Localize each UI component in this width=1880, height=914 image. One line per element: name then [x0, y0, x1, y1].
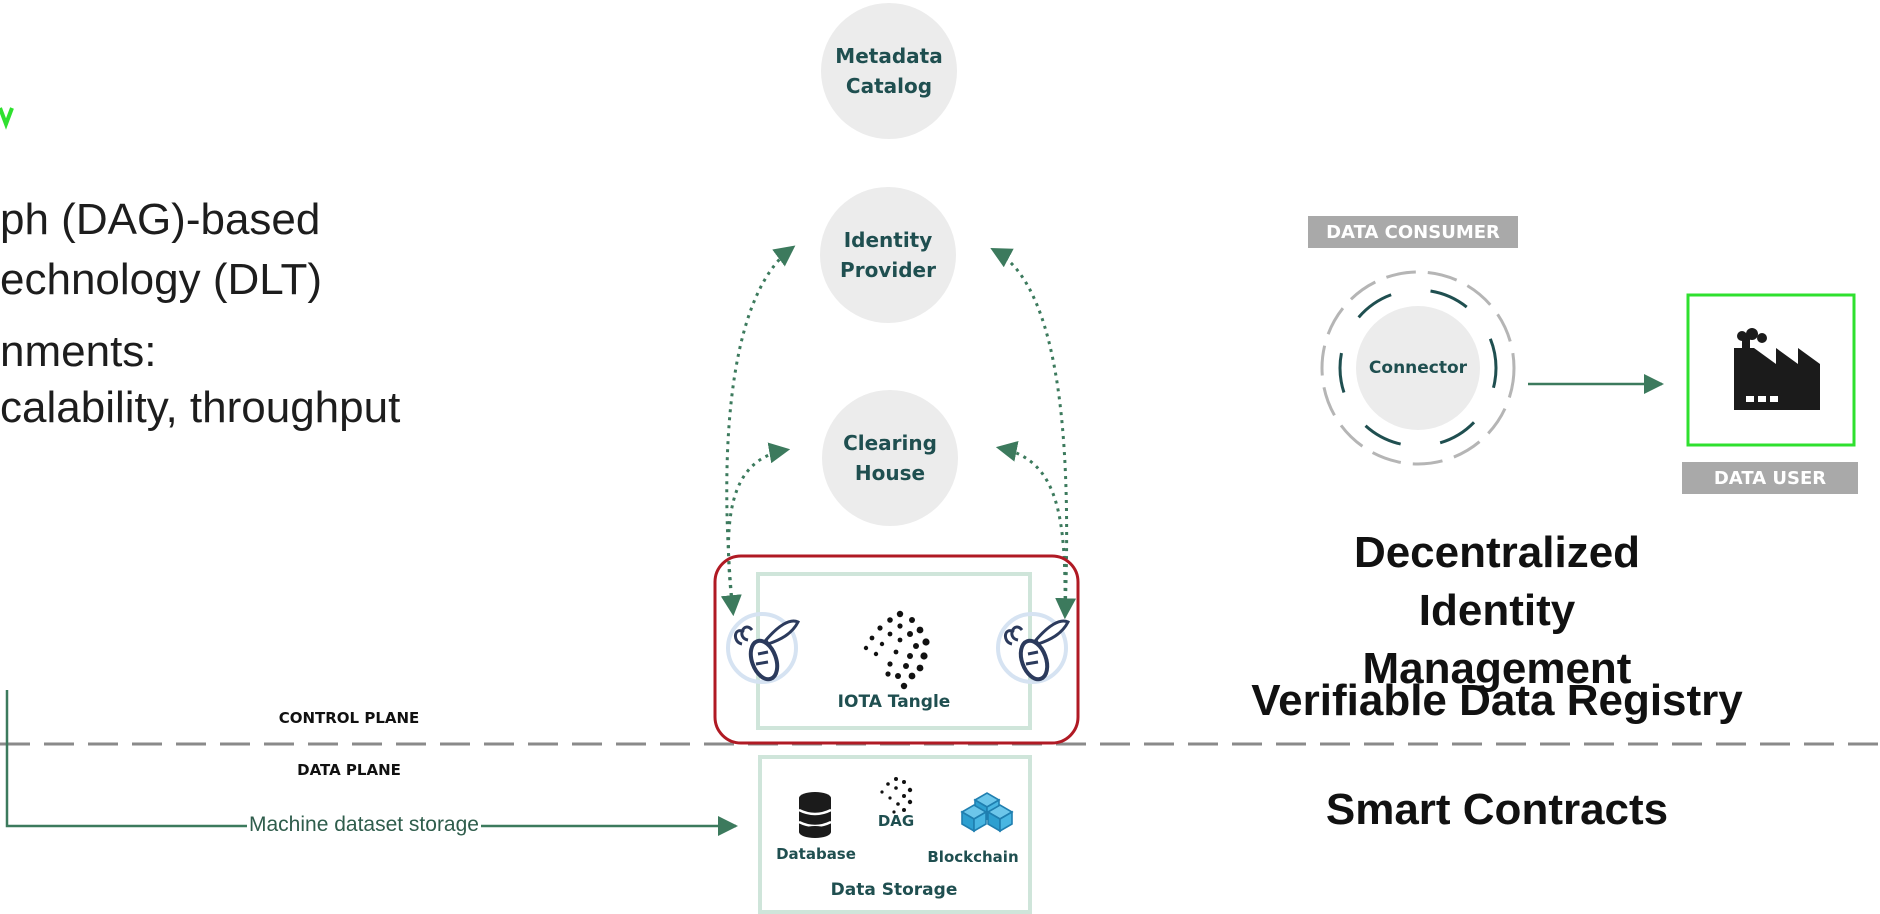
bullet-line-4: calability, throughput — [0, 383, 401, 432]
accent-mark — [0, 107, 14, 130]
bee-icon-right — [996, 612, 1071, 684]
blockchain-label: Blockchain — [927, 848, 1019, 866]
bullet-line-1: ph (DAG)-based — [0, 195, 321, 244]
bee-icon-left — [726, 612, 801, 684]
connector-ring — [1320, 270, 1516, 466]
database-label: Database — [776, 845, 856, 863]
feature-verifiable-data-registry: Verifiable Data Registry — [1251, 676, 1743, 725]
factory-icon — [1734, 328, 1820, 410]
blockchain-cubes-icon — [960, 792, 1014, 833]
feature-decentralized-identity: Decentralized Identity Management — [1353, 528, 1641, 693]
arrow-right-clearing — [995, 441, 1067, 616]
data-storage-title: Data Storage — [830, 880, 958, 900]
arrow-right-identity — [990, 247, 1077, 620]
bullet-line-3: nments: — [0, 327, 157, 376]
clearing-house-node: Clearing House — [822, 390, 958, 526]
identity-provider-node: Identity Provider — [820, 187, 956, 323]
iota-logo-icon — [863, 610, 930, 690]
database-icon — [798, 792, 832, 838]
data-plane-label: DATA PLANE — [297, 761, 401, 779]
data-consumer-tag: DATA CONSUMER — [1308, 216, 1518, 248]
iota-tangle-label: IOTA Tangle — [837, 692, 951, 712]
highlight-frame — [713, 554, 1080, 745]
control-plane-label: CONTROL PLANE — [278, 709, 420, 727]
metadata-catalog-node: Metadata Catalog — [821, 3, 957, 139]
data-user-tag: DATA USER — [1682, 462, 1858, 494]
arrow-left-clearing — [726, 442, 791, 613]
feature-smart-contracts: Smart Contracts — [1325, 785, 1669, 834]
dag-label: DAG — [877, 812, 915, 830]
dag-icon — [880, 777, 913, 814]
bullet-line-2: echnology (DLT) — [0, 255, 322, 304]
connector-label: Connector — [1368, 358, 1468, 378]
dataset-flow-line — [5, 690, 738, 836]
machine-dataset-storage-label: Machine dataset storage — [247, 813, 481, 837]
